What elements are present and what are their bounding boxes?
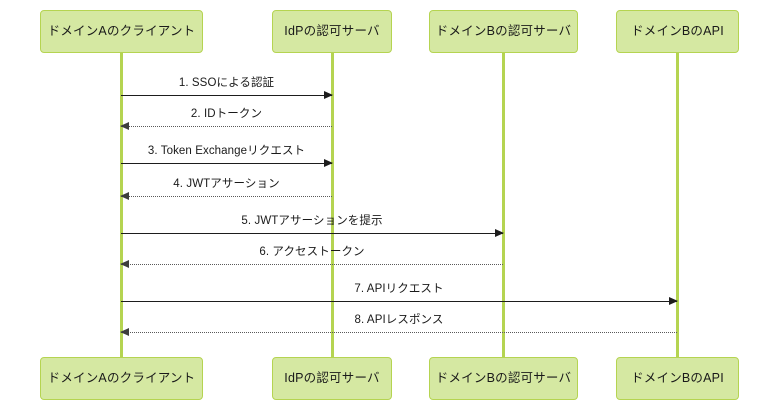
message-7[interactable]: 7. APIリクエスト [121,283,678,305]
arrowhead-icon [120,122,129,130]
message-1[interactable]: 1. SSOによる認証 [121,77,333,99]
participant-label: IdPの認可サーバ [284,24,380,38]
participant-label: IdPの認可サーバ [284,371,380,385]
participant-top-api-b[interactable]: ドメインBのAPI [616,10,739,53]
participant-bottom-api-b[interactable]: ドメインBのAPI [616,357,739,400]
arrowhead-icon [324,91,333,99]
message-4[interactable]: 4. JWTアサーション [120,178,332,200]
message-line [121,264,503,265]
message-line [121,95,332,96]
participant-label: ドメインBの認可サーバ [435,371,572,385]
participant-label: ドメインAのクライアント [47,371,196,385]
message-label: 2. IDトークン [190,108,263,120]
participant-bottom-idp[interactable]: IdPの認可サーバ [272,357,392,400]
message-label: 5. JWTアサーションを提示 [241,215,383,227]
message-3[interactable]: 3. Token Exchangeリクエスト [121,145,333,167]
participant-top-as-b[interactable]: ドメインBの認可サーバ [429,10,578,53]
message-line [121,163,332,164]
message-6[interactable]: 6. アクセストークン [120,246,503,268]
message-label: 8. APIレスポンス [354,314,444,326]
participant-label: ドメインBのAPI [631,24,724,38]
message-label: 1. SSOによる認証 [178,77,275,89]
lifeline-api-b [676,53,679,357]
participant-top-idp[interactable]: IdPの認可サーバ [272,10,392,53]
message-line [121,301,677,302]
participant-bottom-as-b[interactable]: ドメインBの認可サーバ [429,357,578,400]
message-line [121,126,332,127]
message-label: 4. JWTアサーション [173,178,280,190]
arrowhead-icon [120,192,129,200]
message-8[interactable]: 8. APIレスポンス [120,314,677,336]
lifeline-idp [331,53,334,357]
message-line [121,233,503,234]
participant-bottom-client-a[interactable]: ドメインAのクライアント [40,357,203,400]
participant-label: ドメインAのクライアント [47,24,196,38]
message-line [121,196,332,197]
arrowhead-icon [120,328,129,336]
message-label: 6. アクセストークン [259,246,365,258]
lifeline-as-b [502,53,505,357]
participant-label: ドメインBの認可サーバ [435,24,572,38]
arrowhead-icon [120,260,129,268]
message-label: 3. Token Exchangeリクエスト [147,145,306,157]
arrowhead-icon [495,229,504,237]
arrowhead-icon [669,297,678,305]
message-2[interactable]: 2. IDトークン [120,108,332,130]
arrowhead-icon [324,159,333,167]
message-line [121,332,677,333]
participant-top-client-a[interactable]: ドメインAのクライアント [40,10,203,53]
lifeline-client-a [120,53,123,357]
message-5[interactable]: 5. JWTアサーションを提示 [121,215,504,237]
participant-label: ドメインBのAPI [631,371,724,385]
message-label: 7. APIリクエスト [354,283,444,295]
